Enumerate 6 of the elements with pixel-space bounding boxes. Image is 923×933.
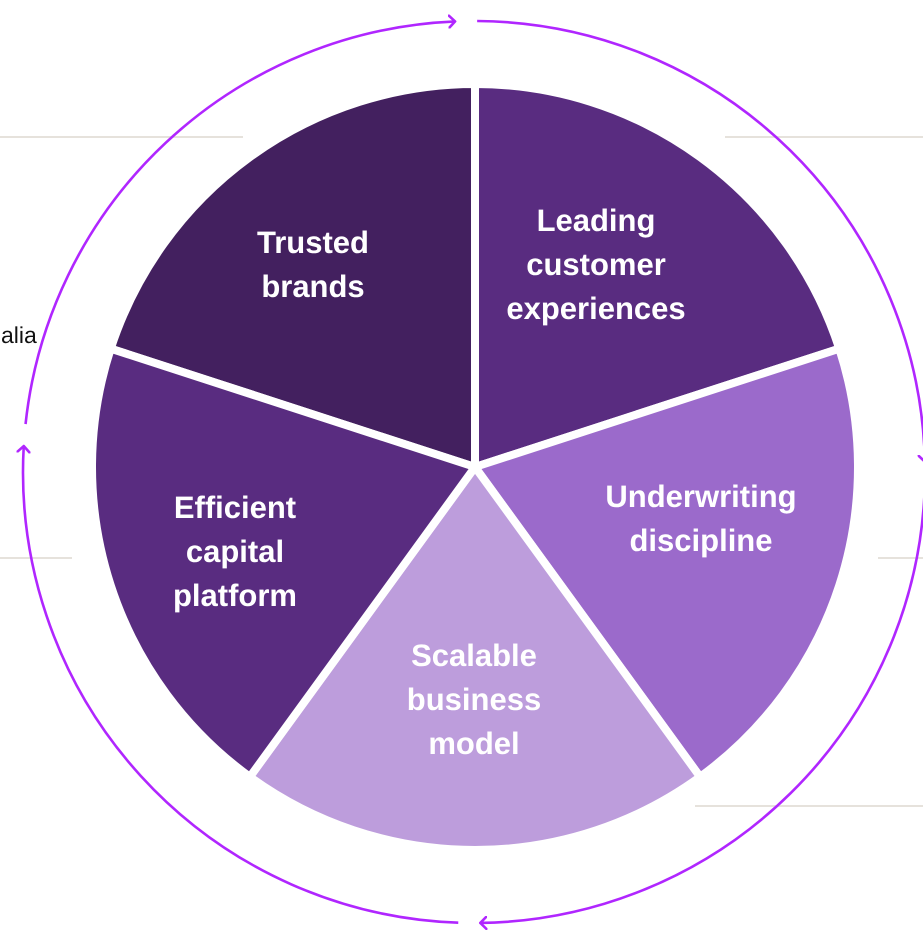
segment-label: Efficient capital platform (172, 489, 298, 615)
segment-label: Leading customer experiences (505, 202, 687, 328)
segment-label: Underwriting discipline (604, 478, 798, 560)
segment-label: Scalable business model (406, 637, 542, 763)
cut-off-text: alia (1, 322, 37, 349)
segment-label: Trusted brands (256, 224, 370, 306)
